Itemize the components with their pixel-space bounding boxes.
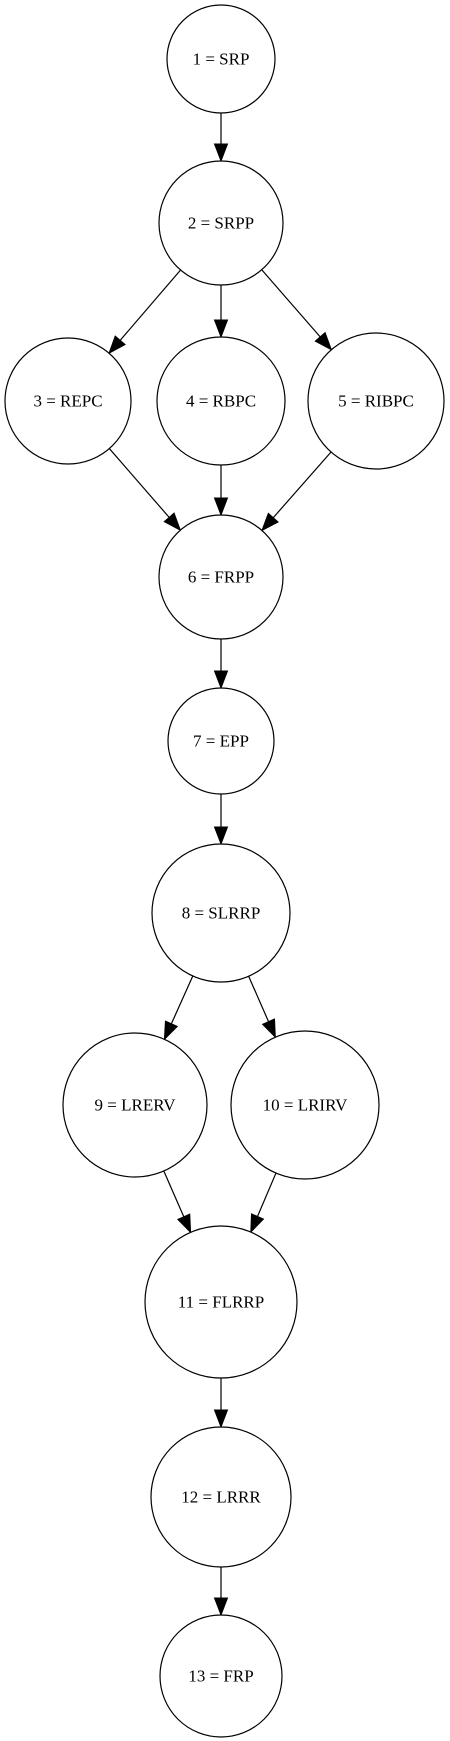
node-label: 3 = REPC <box>33 392 102 411</box>
node-label: 11 = FLRRP <box>178 1293 264 1312</box>
node-circle <box>230 1030 380 1180</box>
node-label: 13 = FRP <box>188 1667 253 1686</box>
arrowhead-icon <box>314 331 333 351</box>
edge-line <box>163 1170 185 1218</box>
edge-4-to-6 <box>213 465 229 517</box>
node-5: 5 = RIBPC <box>307 332 445 470</box>
edge-2-to-5 <box>261 269 333 351</box>
node-label: 10 = LRIRV <box>263 1096 348 1115</box>
node-3: 3 = REPC <box>4 337 132 465</box>
node-circle <box>62 1032 208 1178</box>
arrowhead-icon <box>213 826 229 846</box>
node-circle <box>158 514 284 640</box>
edge-line <box>256 1172 277 1217</box>
node-13: 13 = FRP <box>159 1614 283 1738</box>
node-circle <box>307 332 445 470</box>
node-7: 7 = EPP <box>167 687 275 795</box>
edge-3-to-6 <box>108 448 182 532</box>
node-label: 9 = LRERV <box>95 1096 177 1115</box>
node-6: 6 = FRPP <box>158 514 284 640</box>
arrowhead-icon <box>213 143 229 163</box>
edge-11-to-12 <box>213 1378 229 1429</box>
arrowhead-icon <box>261 512 279 532</box>
node-circle <box>151 843 291 983</box>
edge-line <box>170 975 194 1025</box>
edge-1-to-2 <box>213 113 229 163</box>
arrowhead-icon <box>176 1213 192 1234</box>
arrowhead-icon <box>213 319 229 339</box>
edge-8-to-10 <box>248 975 276 1039</box>
node-label: 8 = SLRRP <box>182 904 261 923</box>
node-circle <box>4 337 132 465</box>
node-11: 11 = FLRRP <box>144 1225 298 1379</box>
arrowhead-icon <box>213 1409 229 1429</box>
node-circle <box>166 4 276 114</box>
edge-2-to-3 <box>108 269 182 355</box>
node-label: 7 = EPP <box>193 732 249 751</box>
edge-10-to-11 <box>250 1172 277 1234</box>
arrowhead-icon <box>163 1020 179 1041</box>
node-1: 1 = SRP <box>166 4 276 114</box>
node-circle <box>144 1225 298 1379</box>
edge-9-to-11 <box>163 1170 192 1234</box>
edge-2-to-4 <box>213 285 229 339</box>
arrowhead-icon <box>213 670 229 690</box>
edge-7-to-8 <box>213 794 229 846</box>
node-circle <box>150 1426 292 1568</box>
node-circle <box>156 336 286 466</box>
node-10: 10 = LRIRV <box>230 1030 380 1180</box>
node-circle <box>167 687 275 795</box>
arrowhead-icon <box>261 1018 276 1039</box>
nodes-layer: 1 = SRP 2 = SRPP 3 = REPC 4 = RBPC 5 = RIBPC… <box>4 4 445 1738</box>
edge-12-to-13 <box>213 1567 229 1617</box>
edge-line <box>272 451 332 519</box>
arrowhead-icon <box>163 512 182 532</box>
node-4: 4 = RBPC <box>156 336 286 466</box>
edge-line <box>248 975 270 1022</box>
node-9: 9 = LRERV <box>62 1032 208 1178</box>
arrowhead-icon <box>213 1597 229 1617</box>
edge-6-to-7 <box>213 639 229 690</box>
arrowhead-icon <box>250 1213 265 1234</box>
arrowhead-icon <box>108 335 126 355</box>
node-12: 12 = LRRR <box>150 1426 292 1568</box>
node-label: 5 = RIBPC <box>338 392 414 411</box>
edge-8-to-9 <box>163 975 194 1041</box>
node-label: 6 = FRPP <box>188 568 254 587</box>
node-2: 2 = SRPP <box>158 160 284 286</box>
node-circle <box>159 1614 283 1738</box>
edge-line <box>119 269 182 341</box>
node-label: 2 = SRPP <box>188 214 254 233</box>
node-8: 8 = SLRRP <box>151 843 291 983</box>
node-label: 1 = SRP <box>193 50 250 69</box>
arrowhead-icon <box>213 497 229 517</box>
edge-5-to-6 <box>261 451 332 532</box>
edge-line <box>108 448 170 518</box>
node-label: 4 = RBPC <box>186 392 256 411</box>
node-label: 12 = LRRR <box>181 1488 261 1507</box>
edge-line <box>261 269 321 338</box>
edges-layer <box>108 113 333 1617</box>
node-circle <box>158 160 284 286</box>
